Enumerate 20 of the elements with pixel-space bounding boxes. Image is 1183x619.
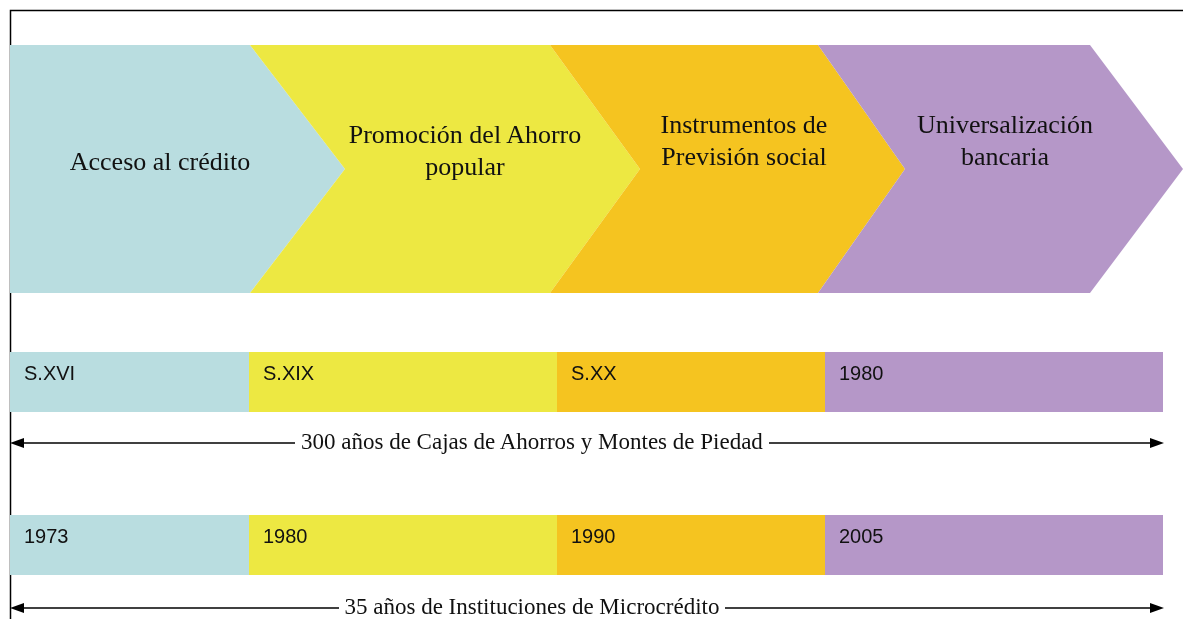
timeline-segment	[10, 352, 249, 412]
period-label: S.XIX	[263, 362, 315, 385]
period-label: S.XVI	[24, 362, 76, 385]
stage-title: Universalización bancaria	[915, 109, 1095, 173]
timeline-segment	[557, 352, 825, 412]
period-label: 1973	[24, 525, 69, 548]
stage-title: Acceso al crédito	[68, 146, 252, 178]
timeline-segment	[249, 352, 557, 412]
timeline-segment	[825, 515, 1163, 575]
stage-title: Promoción del Ahorro popular	[347, 119, 583, 183]
timeline-segment	[249, 515, 557, 575]
period-label: S.XX	[571, 362, 617, 385]
stage-title: Instrumentos de Previsión social	[659, 109, 829, 173]
timeline-segment	[10, 515, 249, 575]
period-label: 2005	[839, 525, 884, 548]
period-label: 1990	[571, 525, 616, 548]
period-label: 1980	[839, 362, 884, 385]
timeline-segment	[825, 352, 1163, 412]
period-label: 1980	[263, 525, 308, 548]
timeline-segment	[557, 515, 825, 575]
